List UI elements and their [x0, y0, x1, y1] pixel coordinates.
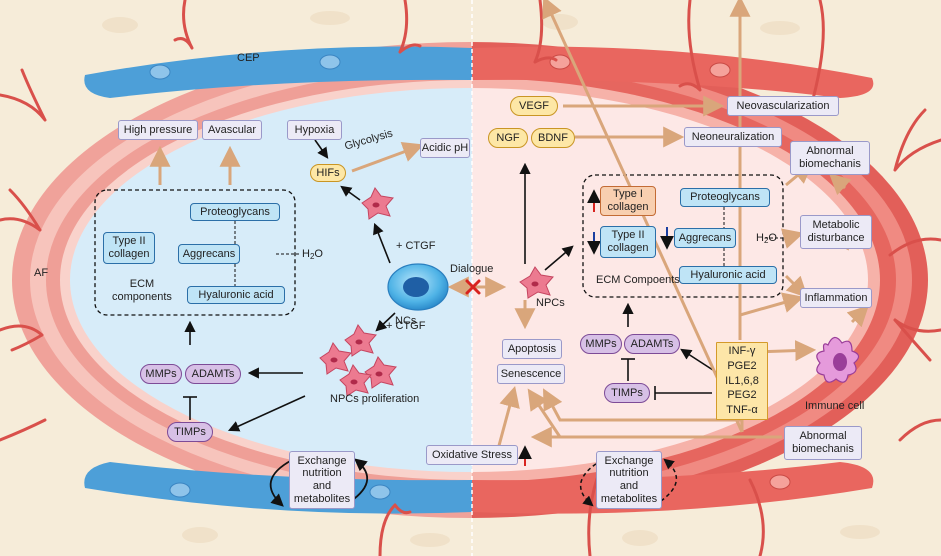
right-exchange-line4: metabolites [600, 492, 658, 505]
left-proteoglycans-box: Proteoglycans [190, 203, 280, 221]
cep-label: CEP [237, 52, 260, 64]
hypoxia-box: Hypoxia [287, 120, 342, 140]
npcs-proliferation-label: NPCs proliferation [330, 393, 420, 405]
npcs-label: NPCs [536, 297, 565, 309]
abnormal-biomech-bottom-line2: biomechanis [792, 443, 854, 455]
oxidative-stress-box: Oxidative Stress [426, 445, 518, 465]
cytokine-il168: IL1,6,8 [725, 374, 759, 387]
left-hyaluronic-acid-box: Hyaluronic acid [187, 286, 285, 304]
right-mmps-pill: MMPs [580, 334, 622, 354]
cytokine-inf-gamma: INF-γ [728, 344, 756, 357]
left-adamts-pill: ADAMTs [185, 364, 241, 384]
apoptosis-box: Apoptosis [502, 339, 562, 359]
abnormal-biomech-top-line1: Abnormal [806, 145, 854, 158]
left-exchange-line1: Exchange [297, 454, 347, 467]
right-exchange-line2: nutrition [609, 467, 649, 480]
left-h2o-label: H2O [302, 248, 323, 261]
right-exchange-box: Exchange nutrition and metabolites [596, 451, 662, 509]
af-label: AF [34, 267, 49, 279]
hifs-box: HIFs [310, 164, 346, 182]
vegf-pill: VEGF [510, 96, 558, 116]
type1-collagen-line1: Type I [613, 188, 643, 201]
right-type2-collagen-line2: collagen [607, 242, 649, 254]
right-adamts-pill: ADAMTs [624, 334, 680, 354]
inflammation-box: Inflammation [800, 288, 872, 308]
right-exchange-line1: Exchange [604, 454, 654, 467]
metabolic-disturbance-box: Metabolic disturbance [800, 215, 872, 249]
left-h2o-h: H [302, 248, 310, 260]
abnormal-biomech-bottom-line1: Abnormal [799, 430, 847, 443]
dialogue-label: Dialogue [450, 263, 494, 275]
left-exchange-box: Exchange nutrition and metabolites [289, 451, 355, 509]
left-h2o-sub: 2 [309, 252, 315, 261]
left-ecm-line1: ECM [129, 278, 155, 290]
cytokine-tnf-alpha: TNF-α [726, 404, 758, 417]
right-type2-collagen-line1: Type II [611, 229, 645, 242]
neovascularization-box: Neovascularization [727, 96, 839, 116]
right-aggrecans-box: Aggrecans [674, 228, 736, 248]
right-h2o-label: H2O [756, 232, 777, 245]
left-type2-collagen-line2: collagen [108, 248, 150, 260]
left-ecm-label: ECM components [112, 278, 172, 303]
high-pressure-box: High pressure [118, 120, 198, 140]
right-proteoglycans-box: Proteoglycans [680, 188, 770, 207]
left-exchange-line3: and [312, 480, 332, 492]
left-h2o-o: O [314, 248, 323, 260]
cytokine-pge2: PGE2 [727, 359, 757, 372]
cytokine-peg2: PEG2 [727, 389, 757, 402]
left-exchange-line4: metabolites [293, 492, 351, 505]
left-ecm-line2: components [112, 290, 172, 303]
ctgf-bottom-label: + CTGF [386, 320, 426, 332]
left-type2-collagen-line1: Type II [112, 235, 146, 248]
ctgf-top-label: + CTGF [396, 240, 436, 252]
right-h2o-o: O [768, 232, 777, 244]
cytokines-box: INF-γ PGE2 IL1,6,8 PEG2 TNF-α [716, 342, 768, 420]
type1-collagen-box: Type I collagen [600, 186, 656, 216]
abnormal-biomech-top-line2: biomechanis [799, 158, 861, 170]
abnormal-biomech-bottom-box: Abnormal biomechanis [784, 426, 862, 460]
left-aggrecans-box: Aggrecans [178, 244, 240, 264]
senescence-box: Senescence [497, 364, 565, 384]
ngf-pill: NGF [488, 128, 528, 148]
right-timps-pill: TIMPs [604, 383, 650, 403]
metabolic-line2: disturbance [807, 232, 865, 244]
avascular-box: Avascular [202, 120, 262, 140]
abnormal-biomech-top-box: Abnormal biomechanis [790, 141, 870, 175]
immune-cell-label: Immune cell [805, 400, 865, 412]
right-hyaluronic-acid-box: Hyaluronic acid [679, 266, 777, 284]
right-exchange-line3: and [619, 480, 639, 492]
metabolic-line1: Metabolic [812, 219, 860, 232]
right-type2-collagen-box: Type II collagen [600, 226, 656, 258]
ncs-label: NCs [395, 315, 417, 327]
left-type2-collagen-box: Type II collagen [103, 232, 155, 264]
ecm-compoents-label: ECM Compoents [596, 274, 680, 286]
acidic-ph-box: Acidic pH [420, 138, 470, 158]
type1-collagen-line2: collagen [607, 201, 649, 213]
left-exchange-line2: nutrition [302, 467, 342, 480]
bdnf-pill: BDNF [531, 128, 575, 148]
right-h2o-sub: 2 [763, 236, 769, 245]
left-mmps-pill: MMPs [140, 364, 182, 384]
left-timps-pill: TIMPs [167, 422, 213, 442]
right-h2o-h: H [756, 232, 764, 244]
neoneuralization-box: Neoneuralization [684, 127, 782, 147]
